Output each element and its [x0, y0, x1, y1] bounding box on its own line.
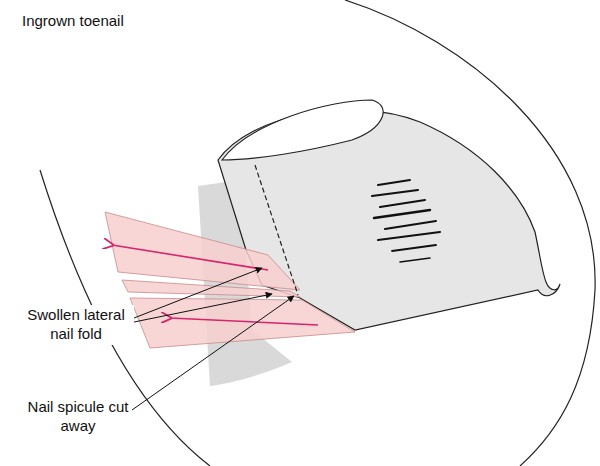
leader-line: [132, 296, 294, 410]
leader-line: [134, 268, 262, 318]
nail-fold-band: [130, 298, 355, 348]
nail-fold-band: [105, 212, 300, 290]
leader-line: [134, 294, 272, 322]
retraction-arrow: [112, 245, 268, 270]
part-label: Swollen lateral nail fold: [18, 305, 134, 345]
nail-fold-band: [122, 280, 300, 297]
retraction-arrow: [170, 318, 318, 325]
nail-ridges: [372, 180, 440, 262]
cut-line: [255, 165, 298, 295]
nail-free-edge: [222, 100, 383, 160]
diagram-title: Ingrown toenail: [22, 12, 124, 31]
part-label: Nail spicule cut away: [24, 397, 132, 437]
